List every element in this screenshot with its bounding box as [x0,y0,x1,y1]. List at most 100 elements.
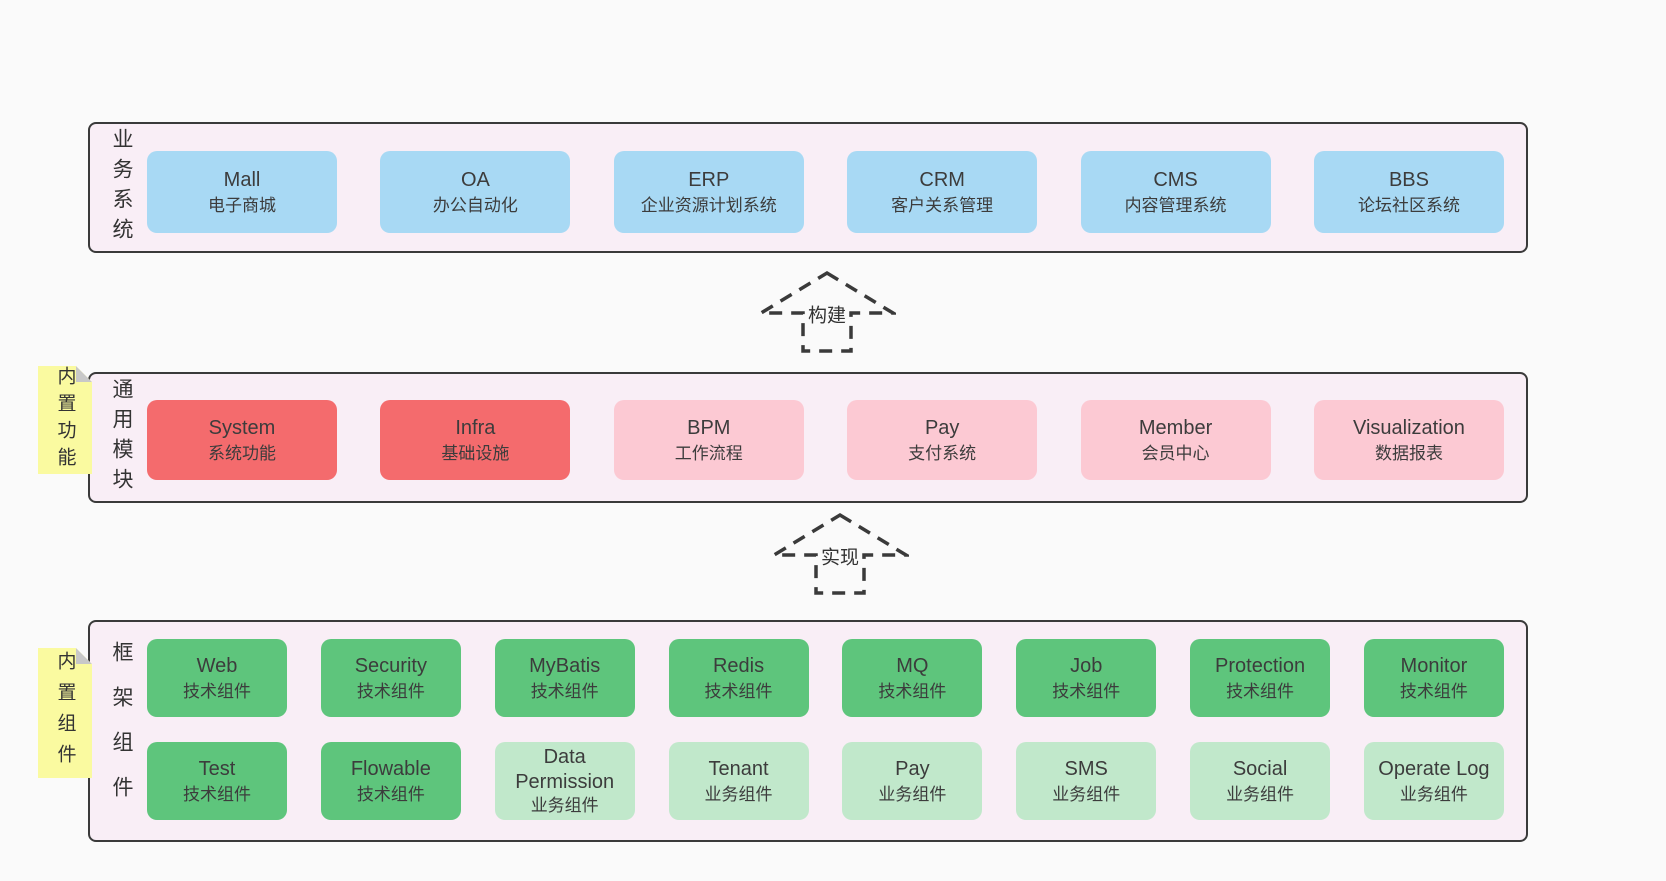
band-label-business-systems: 业务系统 [110,127,133,248]
box-test-title: Test [198,758,236,781]
box-system: System 系统功能 [147,400,337,480]
box-pay-component-title: Pay [895,758,930,781]
box-social-subtitle: 业务组件 [1226,785,1295,805]
arrow-implement: 实现 [771,512,909,596]
sticky-note-builtin-features-text: 内置功能 [54,366,76,474]
box-security-title: Security [354,655,427,678]
box-sms-subtitle: 业务组件 [1052,785,1121,805]
box-protection: Protection 技术组件 [1190,639,1331,717]
box-oa: OA 办公自动化 [380,151,571,233]
box-crm-title: CRM [919,169,965,192]
band-framework-components: 框架组件 Web 技术组件 Security 技术组件 MyBatis 技术组件… [88,620,1528,842]
sticky-note-builtin-components-text: 内置组件 [54,651,76,775]
box-web-title: Web [196,655,238,678]
arrow-up-icon [758,270,896,353]
box-erp: ERP 企业资源计划系统 [613,151,804,233]
framework-components-row-1: Web 技术组件 Security 技术组件 MyBatis 技术组件 Redi… [147,639,1504,717]
box-oa-title: OA [460,169,490,192]
box-tenant-subtitle: 业务组件 [704,785,773,805]
box-pay-module-title: Pay [924,417,960,440]
box-web: Web 技术组件 [147,639,287,717]
band-common-modules: 通用模块 System 系统功能 Infra 基础设施 BPM 工作流程 Pay… [88,372,1528,503]
box-monitor: Monitor 技术组件 [1363,639,1504,717]
box-flowable-subtitle: 技术组件 [356,785,425,805]
box-infra-title: Infra [455,417,496,440]
arrow-implement-label: 实现 [817,541,863,571]
arrow-up-icon [771,512,909,595]
box-pay-component-subtitle: 业务组件 [878,785,947,805]
box-infra: Infra 基础设施 [380,400,571,480]
arrow-build-label: 构建 [804,299,850,329]
box-mq-subtitle: 技术组件 [878,682,947,702]
arrow-build: 构建 [758,270,896,354]
box-pay-component: Pay 业务组件 [842,742,983,820]
box-data-permission-subtitle: 业务组件 [530,796,599,816]
box-test-subtitle: 技术组件 [183,785,251,805]
box-monitor-subtitle: 技术组件 [1399,682,1468,702]
box-mybatis-title: MyBatis [529,655,601,678]
box-operate-log: Operate Log 业务组件 [1363,742,1504,820]
band-label-common-modules: 通用模块 [110,377,133,498]
box-bpm: BPM 工作流程 [613,400,804,480]
box-member-subtitle: 会员中心 [1141,444,1210,464]
box-mq-title: MQ [896,655,929,678]
box-member: Member 会员中心 [1080,400,1271,480]
band-business-systems: 业务系统 Mall 电子商城 OA 办公自动化 ERP 企业资源计划系统 CRM… [88,122,1528,253]
box-tenant-title: Tenant [708,758,769,781]
box-cms: CMS 内容管理系统 [1080,151,1271,233]
box-crm-subtitle: 客户关系管理 [891,196,994,216]
box-flowable: Flowable 技术组件 [320,742,461,820]
box-social-title: Social [1232,758,1288,781]
sticky-note-builtin-components: 内置组件 [38,648,92,778]
box-security: Security 技术组件 [320,639,461,717]
box-redis-title: Redis [712,655,765,678]
box-bpm-title: BPM [687,417,731,440]
box-tenant: Tenant 业务组件 [668,742,809,820]
box-system-title: System [208,417,276,440]
box-flowable-title: Flowable [350,758,431,781]
box-redis: Redis 技术组件 [668,639,809,717]
framework-components-row-2: Test 技术组件 Flowable 技术组件 Data Permission … [147,742,1504,820]
box-oa-subtitle: 办公自动化 [432,196,518,216]
box-bbs: BBS 论坛社区系统 [1313,151,1504,233]
box-mybatis: MyBatis 技术组件 [494,639,635,717]
box-erp-title: ERP [688,169,730,192]
box-operate-log-subtitle: 业务组件 [1399,785,1468,805]
box-social: Social 业务组件 [1190,742,1331,820]
box-erp-subtitle: 企业资源计划系统 [640,196,777,216]
box-security-subtitle: 技术组件 [356,682,425,702]
box-member-title: Member [1138,417,1213,440]
box-bbs-title: BBS [1388,169,1429,192]
box-operate-log-title: Operate Log [1378,758,1490,781]
box-protection-subtitle: 技术组件 [1226,682,1295,702]
box-crm: CRM 客户关系管理 [847,151,1038,233]
box-monitor-title: Monitor [1400,655,1468,678]
box-mq: MQ 技术组件 [842,639,983,717]
box-job: Job 技术组件 [1016,639,1157,717]
box-mall-title: Mall [223,169,261,192]
box-test: Test 技术组件 [147,742,287,820]
box-visualization-subtitle: 数据报表 [1374,444,1443,464]
box-cms-title: CMS [1153,169,1198,192]
sticky-note-builtin-features: 内置功能 [38,366,92,474]
box-mall-subtitle: 电子商城 [208,196,276,216]
box-protection-title: Protection [1215,655,1306,678]
box-mall: Mall 电子商城 [147,151,337,233]
box-pay-module-subtitle: 支付系统 [908,444,977,464]
box-redis-subtitle: 技术组件 [704,682,773,702]
box-sms: SMS 业务组件 [1016,742,1157,820]
box-visualization: Visualization 数据报表 [1313,400,1504,480]
box-system-subtitle: 系统功能 [208,444,276,464]
box-data-permission: Data Permission 业务组件 [494,742,635,820]
box-job-title: Job [1070,655,1103,678]
box-bbs-subtitle: 论坛社区系统 [1357,196,1460,216]
box-infra-subtitle: 基础设施 [441,444,510,464]
box-sms-title: SMS [1064,758,1108,781]
common-modules-row: System 系统功能 Infra 基础设施 BPM 工作流程 Pay 支付系统… [147,400,1504,480]
box-bpm-subtitle: 工作流程 [674,444,743,464]
box-pay-module: Pay 支付系统 [847,400,1038,480]
box-data-permission-title: Data Permission [515,746,615,794]
business-systems-row: Mall 电子商城 OA 办公自动化 ERP 企业资源计划系统 CRM 客户关系… [147,151,1504,233]
band-label-framework-components: 框架组件 [110,641,133,821]
box-mybatis-subtitle: 技术组件 [530,682,599,702]
